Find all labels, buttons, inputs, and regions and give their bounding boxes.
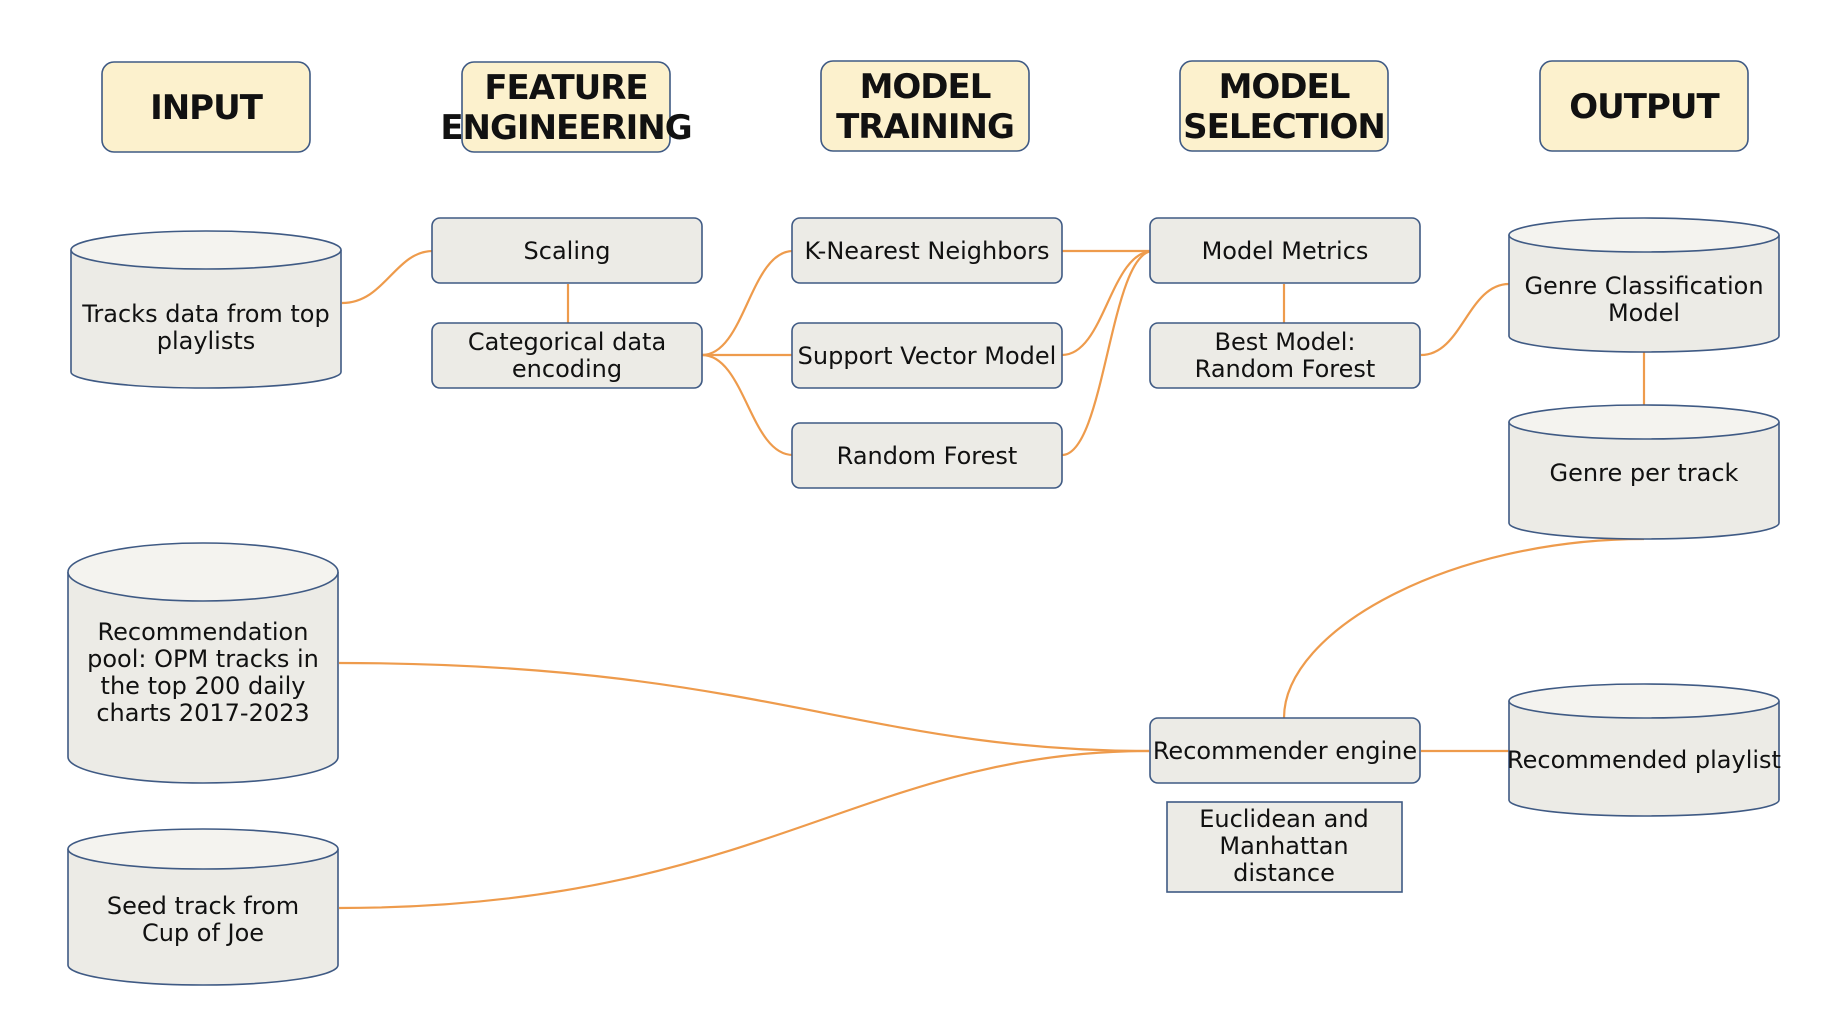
best-model-text-line-1: Best Model: [1215, 328, 1356, 356]
genre-per-track-text: Genre per track [1550, 459, 1739, 487]
random-forest-text-line-1: Random Forest [837, 442, 1018, 470]
random-forest-text: Random Forest [837, 442, 1018, 470]
distance-note-text-line-3: distance [1233, 859, 1335, 887]
scaling-text-line-1: Scaling [524, 237, 611, 265]
connector-pool-to-recommender [338, 661, 1150, 753]
connectors [338, 249, 1646, 910]
recommendation-pool-text-line-3: the top 200 daily [101, 672, 306, 700]
connector-encoding-to-knn [701, 249, 794, 357]
genre-classification-model-text-line-2: Model [1608, 299, 1680, 327]
connector-seed-to-recommender [338, 749, 1150, 910]
knn-text-line-1: K-Nearest Neighbors [804, 237, 1049, 265]
seed-track-text-line-1: Seed track from [107, 892, 299, 920]
header-output: OUTPUT [1539, 60, 1749, 152]
tracks-data-text-line-2: playlists [157, 327, 256, 355]
best-model-text: Best Model:Random Forest [1195, 328, 1376, 383]
header-model-training-text-line-2: TRAINING [836, 107, 1014, 147]
header-input-text-line-1: INPUT [150, 88, 264, 128]
best-model-text-line-2: Random Forest [1195, 355, 1376, 383]
recommended-playlist-text-line-1: Recommended playlist [1507, 746, 1781, 774]
box-best-model: Best Model:Random Forest [1149, 322, 1421, 389]
header-feature-engineering-text-line-2: ENGINEERING [440, 108, 691, 148]
scaling-text: Scaling [524, 237, 611, 265]
connector-tracks-to-scaling [341, 249, 434, 305]
categorical-encoding-text-line-2: encoding [512, 355, 622, 383]
header-input: INPUT [101, 61, 311, 153]
recommendation-pool-text-line-4: charts 2017-2023 [96, 699, 309, 727]
connector-best-to-genre-model [1420, 282, 1510, 357]
knn-text: K-Nearest Neighbors [804, 237, 1049, 265]
distance-note-text-line-2: Manhattan [1219, 832, 1348, 860]
recommendation-pool-text-line-1: Recommendation [98, 618, 309, 646]
svm-text: Support Vector Model [798, 342, 1057, 370]
box-scaling: Scaling [431, 217, 703, 284]
cylinder-recommended-playlist: Recommended playlist [1507, 683, 1781, 817]
model-metrics-text-line-1: Model Metrics [1202, 237, 1369, 265]
box-recommender-engine: Recommender engine [1149, 717, 1421, 784]
svm-text-line-1: Support Vector Model [798, 342, 1057, 370]
cylinder-genre-per-track: Genre per track [1508, 404, 1780, 540]
genre-classification-model-text-line-1: Genre Classification [1524, 272, 1763, 300]
recommender-engine-text-line-1: Recommender engine [1153, 737, 1417, 765]
recommendation-pool-text-line-2: pool: OPM tracks in [87, 645, 319, 673]
box-knn: K-Nearest Neighbors [791, 217, 1063, 284]
model-metrics-text: Model Metrics [1202, 237, 1369, 265]
categorical-encoding-text-line-1: Categorical data [468, 328, 666, 356]
connector-genre-track-to-recommender [1282, 537, 1645, 719]
recommended-playlist-text: Recommended playlist [1507, 746, 1781, 774]
header-model-selection-text-line-1: MODEL [1219, 67, 1350, 107]
header-input-text: INPUT [150, 88, 264, 128]
box-svm: Support Vector Model [791, 322, 1063, 389]
header-model-selection-text-line-2: SELECTION [1183, 107, 1385, 147]
header-feature-engineering-text-line-1: FEATURE [484, 68, 647, 108]
connector-svm-to-metrics [1061, 249, 1154, 357]
header-output-text: OUTPUT [1569, 87, 1720, 127]
box-random-forest: Random Forest [791, 422, 1063, 489]
seed-track-text-line-2: Cup of Joe [142, 919, 264, 947]
connector-rf-to-metrics [1061, 249, 1154, 457]
recommender-engine-text: Recommender engine [1153, 737, 1417, 765]
tracks-data-text-line-1: Tracks data from top [81, 300, 329, 328]
header-model-training-text-line-1: MODEL [860, 67, 991, 107]
connector-encoding-to-rf [701, 353, 794, 457]
box-model-metrics: Model Metrics [1149, 217, 1421, 284]
genre-per-track-text-line-1: Genre per track [1550, 459, 1739, 487]
distance-note-text-line-1: Euclidean and [1199, 805, 1369, 833]
header-output-text-line-1: OUTPUT [1569, 87, 1720, 127]
